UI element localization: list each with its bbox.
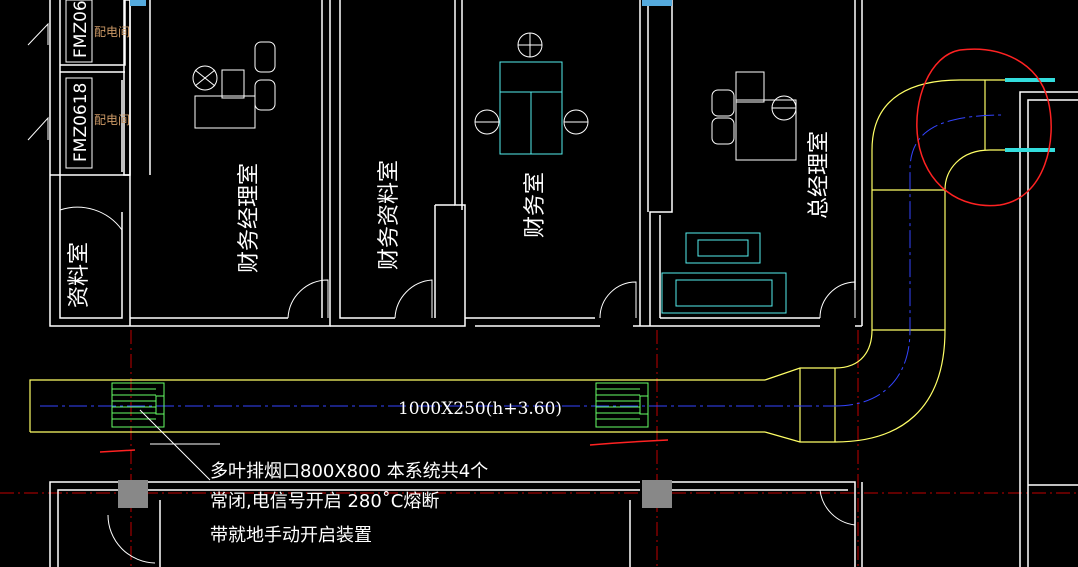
fire-doors [65, 0, 93, 169]
annotation-line-3: 带就地手动开启装置 [210, 525, 372, 546]
electric-room-label-mid: 配电间 [94, 113, 130, 127]
duct-size-label: 1000X250(h+3.60) [398, 399, 562, 419]
duct-centerline [40, 114, 1006, 407]
room-label-finance-manager: 财务经理室 [237, 163, 262, 273]
smoke-exhaust-duct [29, 79, 1005, 443]
review-markups [99, 48, 1052, 453]
furniture-gm-room [661, 71, 797, 314]
fire-door-label-top: FMZ06 [71, 0, 91, 58]
room-label-data-room: 资料室 [67, 242, 92, 308]
furniture-finance-manager [192, 41, 276, 129]
annotation-line-2: 常闭,电信号开启 280˚C熔断 [210, 491, 439, 512]
door-swings [27, 22, 856, 564]
room-label-finance-data: 财务资料室 [377, 160, 402, 270]
fire-door-label-mid: FMZ0618 [71, 83, 91, 162]
structural-columns [118, 0, 672, 508]
furniture-finance-room [474, 32, 589, 155]
walls [49, 0, 1078, 567]
annotation-line-1: 多叶排烟口800X800 本系统共4个 [210, 461, 488, 482]
smoke-exhaust-grille-1 [111, 382, 165, 428]
room-label-gm: 总经理室 [807, 131, 832, 219]
smoke-exhaust-grille-2 [595, 382, 649, 428]
electric-room-label-top: 配电间 [94, 25, 130, 39]
axis-lines [0, 330, 1078, 567]
duct-connections [1005, 78, 1055, 152]
annotation-leader [139, 409, 211, 481]
room-label-finance: 财务室 [523, 172, 548, 238]
